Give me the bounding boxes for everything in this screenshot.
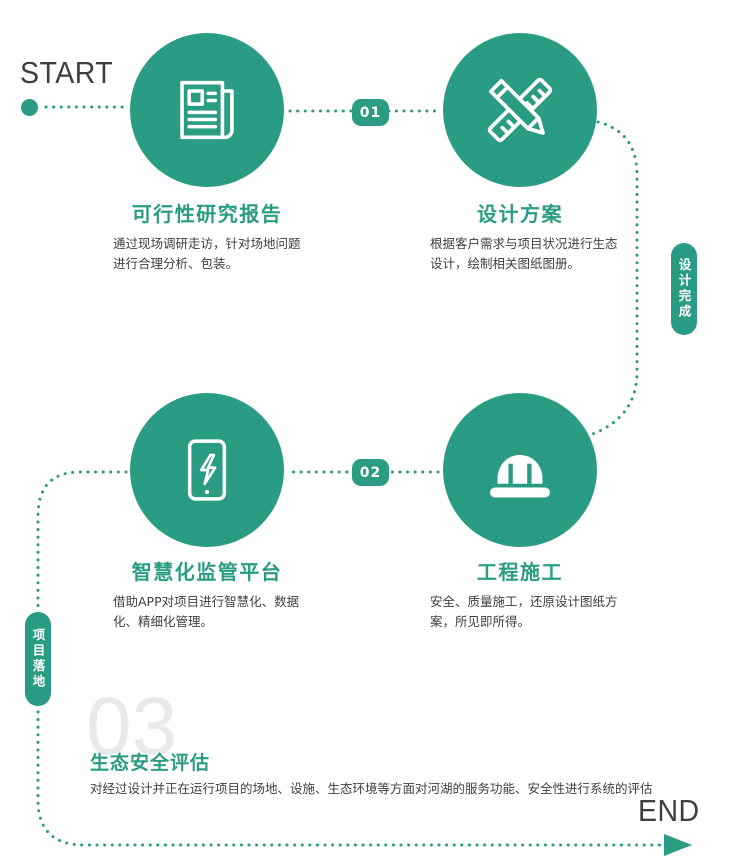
step4-description: 安全、质量施工，还原设计图纸方案，所见即所得。	[430, 594, 618, 630]
step4-title: 工程施工	[477, 560, 563, 584]
step1-circle	[130, 33, 284, 187]
step2-circle	[443, 33, 597, 187]
step1-description: 通过现场调研走访，针对场地问题进行合理分析、包装。	[113, 236, 301, 272]
step5-title: 生态安全评估	[90, 752, 211, 774]
step5-description: 对经过设计并正在运行项目的场地、设施、生态环境等方面对河湖的服务功能、安全性进行…	[90, 781, 653, 796]
start-dot	[21, 99, 38, 116]
step2-title: 设计方案	[477, 202, 563, 226]
end-label: END	[638, 793, 700, 828]
project-landing-pill: 项目落地	[25, 612, 51, 706]
newspaper-report-icon	[180, 80, 234, 140]
end-arrowhead	[664, 834, 692, 856]
step3-circle	[130, 393, 284, 547]
step1-title: 可行性研究报告	[131, 202, 283, 226]
design-complete-pill: 设计完成	[671, 243, 697, 335]
step3-title: 智慧化监管平台	[131, 560, 283, 584]
step5-number: 03	[86, 681, 178, 772]
connector-badge-01: 01	[352, 99, 389, 126]
hard-hat-icon	[490, 455, 550, 498]
step4-circle	[443, 393, 597, 547]
ruler-pencil-icon	[487, 77, 553, 143]
start-label: START	[20, 55, 114, 90]
step2-description: 根据客户需求与项目状况进行生态设计，绘制相关图纸图册。	[430, 236, 618, 272]
smartphone-icon	[187, 439, 227, 501]
step3-description: 借助APP对项目进行智慧化、数据化、精细化管理。	[113, 594, 300, 630]
connector-badge-02: 02	[352, 459, 389, 486]
connector-step2-down-right	[588, 120, 639, 437]
